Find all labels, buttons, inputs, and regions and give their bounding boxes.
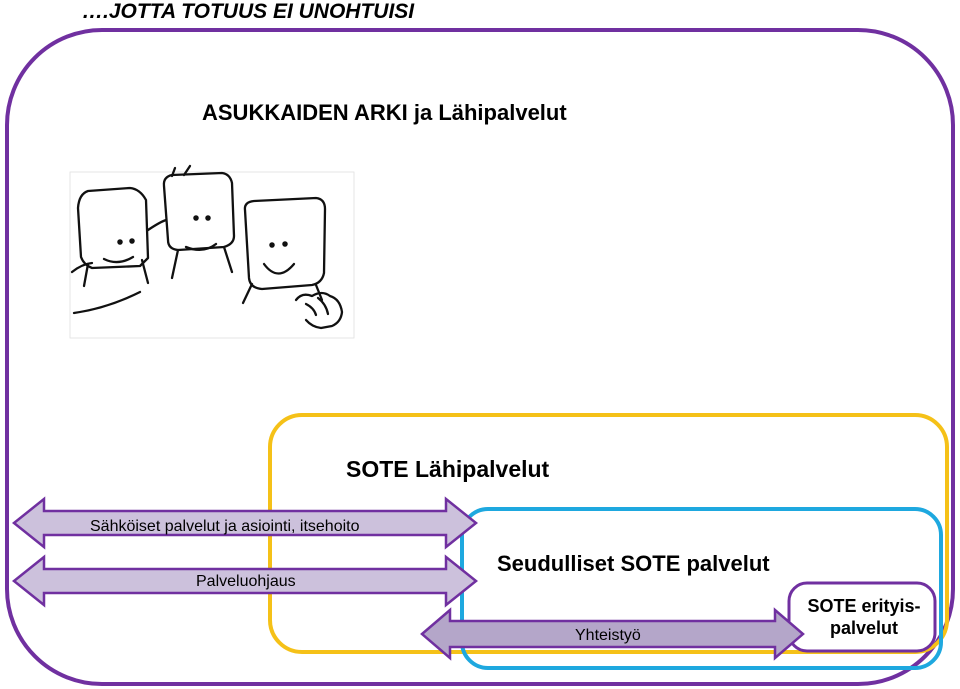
yhteistyo-arrow-label: Yhteistyö <box>575 627 641 644</box>
three-figures-sketch-icon <box>69 164 355 339</box>
asukkaiden-arki-title: ASUKKAIDEN ARKI ja Lähipalvelut <box>202 100 567 125</box>
sote-lahipalvelut-title: SOTE Lähipalvelut <box>346 456 550 482</box>
sahkoiset-arrow-label: Sähköiset palvelut ja asiointi, itsehoit… <box>90 518 360 535</box>
asukkaat-box <box>5 28 955 686</box>
yhteistyo-arrow <box>420 607 805 661</box>
page-title: ….JOTTA TOTUUS EI UNOHTUISI <box>82 0 415 23</box>
palveluohjaus-arrow <box>11 554 479 608</box>
seudulliset-title: Seudulliset SOTE palvelut <box>497 551 770 576</box>
erityispalvelut-line1: SOTE erityis- <box>807 596 921 616</box>
erityispalvelut-box <box>787 581 937 653</box>
sahkoiset-arrow <box>11 496 479 550</box>
erityispalvelut-line2: palvelut <box>829 618 899 638</box>
erityispalvelut-title: SOTE erityis- palvelut <box>796 595 932 639</box>
palveluohjaus-arrow-label: Palveluohjaus <box>196 573 296 590</box>
